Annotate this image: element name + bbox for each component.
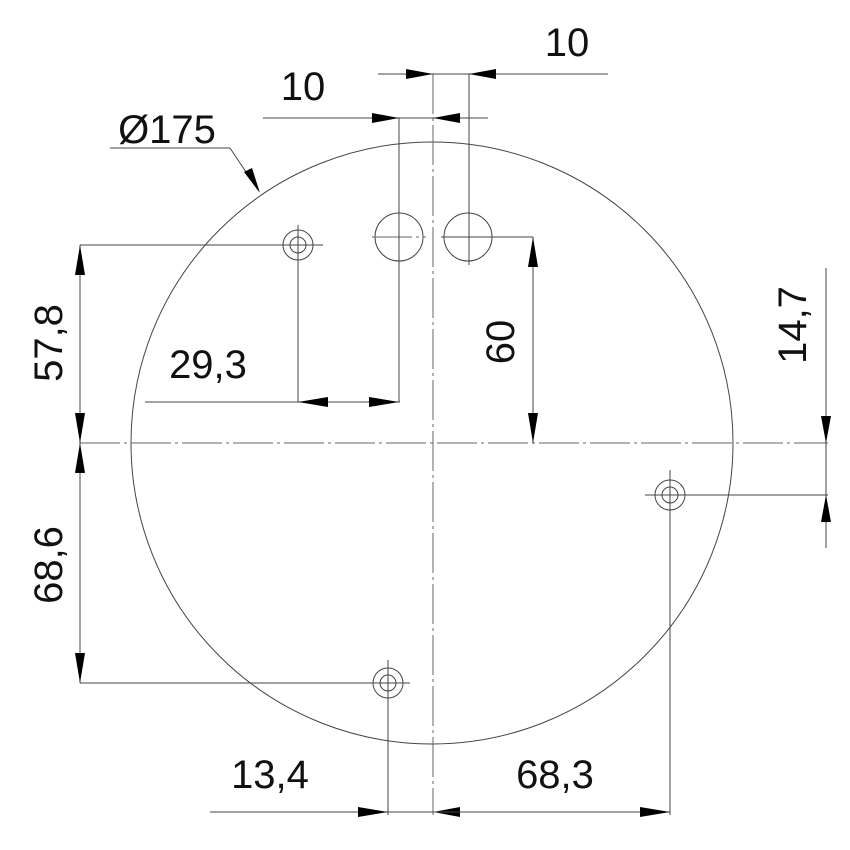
small-hole-bottom <box>80 660 410 815</box>
dimension-label: 60 <box>479 320 523 365</box>
dimension-60: 60 <box>479 237 538 443</box>
dimension-label: 14,7 <box>771 286 815 364</box>
small-hole-top-left <box>80 225 323 402</box>
dimension-label: 68,6 <box>27 526 71 604</box>
dimension-label: 13,4 <box>231 753 309 797</box>
dimension-13-4: 13,4 <box>210 753 460 817</box>
diameter-label: Ø175 <box>118 108 216 152</box>
dimension-68-6: 68,6 <box>27 443 85 683</box>
dimension-label: 10 <box>281 65 326 109</box>
dimension-29-3: 29,3 <box>145 343 400 407</box>
dimension-14-7: 14,7 <box>771 268 831 548</box>
dimension-label: 68,3 <box>516 753 594 797</box>
large-hole-right <box>441 212 533 262</box>
dimension-top-upper: 10 <box>378 21 608 79</box>
dimension-top-lower: 10 <box>263 65 488 123</box>
dimension-label: 29,3 <box>169 343 247 387</box>
small-hole-right <box>645 470 828 815</box>
dimension-label: 10 <box>545 21 590 65</box>
dimension-57-8: 57,8 <box>27 245 85 443</box>
dimension-label: 57,8 <box>27 304 71 382</box>
dimension-68-3: 68,3 <box>433 753 670 817</box>
diameter-callout: Ø175 <box>110 108 260 193</box>
